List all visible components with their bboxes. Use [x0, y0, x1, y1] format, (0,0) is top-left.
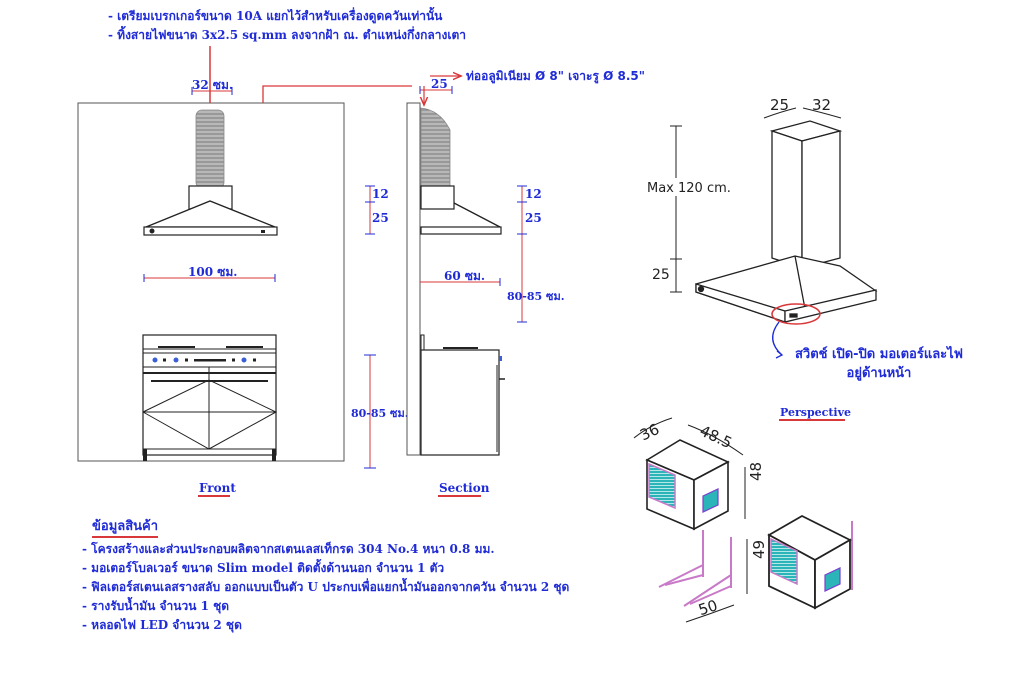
front-chimney-width: 32 ซม. — [192, 78, 233, 92]
blower-unit-mounted — [767, 514, 853, 610]
top-note-breaker: - เตรียมเบรกเกอร์ขนาด 10A แยกไว้สำหรับเค… — [108, 9, 443, 23]
duct-route — [262, 85, 412, 103]
perspective-label: Perspective — [780, 406, 851, 419]
duct-note: ท่ออลูมิเนียม Ø 8" เจาะรู Ø 8.5" — [466, 69, 645, 84]
bracket-dims: 49 50 — [685, 539, 768, 623]
blower-unit: 36 48.5 48 — [633, 417, 765, 531]
section-view: 25 ท่ออลูมิเนียม Ø 8" เจาะรู Ø 8.5" 12 2… — [406, 69, 645, 497]
front-hood-width: 100 ซม. — [188, 265, 237, 279]
product-info-item: - มอเตอร์โบลเวอร์ ขนาด Slim model ติดตั้… — [82, 561, 445, 575]
switch-note-line-2: อยู่ด้านหน้า — [846, 366, 912, 381]
bracket-length: 50 — [696, 596, 720, 619]
product-info-item: - หลอดไฟ LED จำนวน 2 ชุด — [82, 618, 242, 632]
switch-note-line-1: สวิตช์ เปิด-ปิด มอเตอร์และไฟ — [795, 347, 963, 362]
switch-arrow — [772, 321, 783, 356]
product-info-list: - โครงสร้างและส่วนประกอบผลิตจากสเตนเลสเท… — [82, 540, 569, 635]
perspective-chimney-width: 32 — [812, 96, 831, 114]
switch-highlight — [771, 303, 821, 325]
front-counter-height: 80-85 ซม. — [351, 407, 409, 420]
blower-height: 48 — [747, 462, 765, 481]
section-depth: 60 ซม. — [444, 269, 485, 283]
product-info-item: - รางรับน้ำมัน จำนวน 1 ชุด — [82, 599, 230, 613]
front-height-25: 25 — [372, 211, 389, 225]
bracket-height: 49 — [750, 540, 768, 559]
top-note-wiring: - ทิ้งสายไฟขนาด 3x2.5 sq.mm ลงจากฝ้า ณ. … — [108, 28, 467, 42]
perspective-dims: Max 120 cm. 25 25 32 Perspective — [645, 96, 851, 421]
front-height-12: 12 — [372, 187, 389, 201]
section-flex-duct — [420, 107, 451, 189]
section-height-12: 12 — [525, 187, 542, 201]
blower-width: 48.5 — [697, 422, 735, 452]
perspective-chimney-depth: 25 — [770, 96, 789, 114]
front-hood — [145, 200, 276, 228]
product-info-item: - ฟิลเตอร์สเตนเลสรางสลับ ออกแบบเป็นตัว U… — [82, 580, 570, 594]
section-clearance: 80-85 ซม. — [507, 290, 565, 303]
front-view: 32 ซม. 100 ซม. 12 25 — [77, 46, 412, 497]
perspective-hood-height: 25 — [652, 267, 670, 283]
wall-brackets — [658, 530, 732, 607]
perspective-max-height: Max 120 cm. — [647, 181, 731, 196]
product-info-title: ข้อมูลสินค้า — [92, 515, 159, 538]
front-label: Front — [199, 481, 236, 495]
section-wall — [406, 102, 421, 456]
front-wall — [77, 102, 345, 462]
section-label: Section — [439, 481, 490, 495]
section-height-25: 25 — [525, 211, 542, 225]
section-duct-offset: 25 — [431, 77, 448, 91]
front-stove — [142, 334, 278, 461]
section-stove — [420, 334, 505, 456]
switch-note: สวิตช์ เปิด-ปิด มอเตอร์และไฟ อยู่ด้านหน้… — [795, 345, 963, 383]
flex-duct — [195, 109, 225, 189]
perspective-view — [695, 120, 878, 323]
product-info-item: - โครงสร้างและส่วนประกอบผลิตจากสเตนเลสเท… — [82, 542, 495, 556]
